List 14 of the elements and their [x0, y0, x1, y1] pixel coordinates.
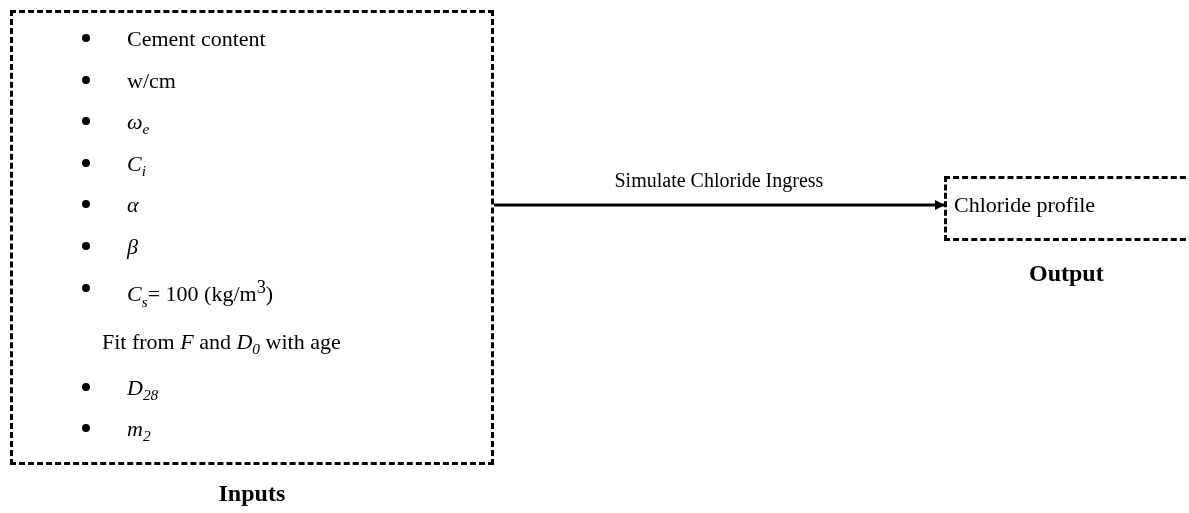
box-heading: Inputs: [218, 480, 286, 507]
list-item: ω$_{e}$: [127, 110, 150, 139]
list-item: m$_{2}$: [127, 417, 151, 446]
list-item: α: [127, 193, 139, 218]
list-item: Cement content: [127, 27, 266, 52]
box-heading: Output: [1029, 260, 1104, 287]
list-item: w/cm: [127, 69, 176, 94]
list-item: C$_{i}$: [127, 152, 146, 181]
list-item: D$_{28}$: [127, 376, 159, 405]
list-item: C$_{s}$= 100 (kg/m$^{3}$): [127, 277, 274, 311]
list-item: β: [127, 235, 138, 260]
box-text: Chloride profile: [954, 193, 1096, 218]
arrow: [494, 200, 945, 210]
note-text: Fit from F and D$_{0}$ with age: [102, 330, 341, 359]
